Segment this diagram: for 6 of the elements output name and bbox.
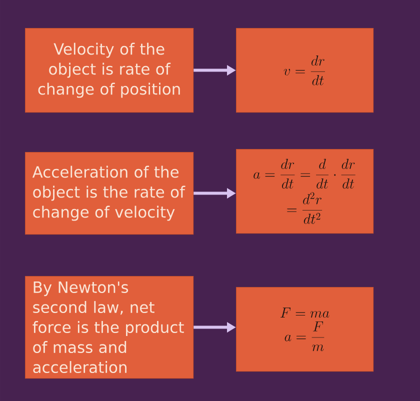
formula-box: $a=\frac{dr}{dt}=\frac{d}{dt}\cdot\frac{dr}{dt}$ $=\frac{d^2r}{dt^2}$ (236, 149, 374, 234)
text-box: Velocity of the object is rate of change of position (25, 28, 194, 113)
text-box: Acceleration of the object is the rate of change of velocity (25, 152, 194, 235)
formula-box: $F=ma$ $a=\frac{F}{m}$ (236, 287, 374, 372)
text-box: By Newton's second law, net force is the product of mass and acceleration (25, 276, 194, 379)
formula-box: $v=\frac{dr}{dt}$ (236, 28, 374, 113)
